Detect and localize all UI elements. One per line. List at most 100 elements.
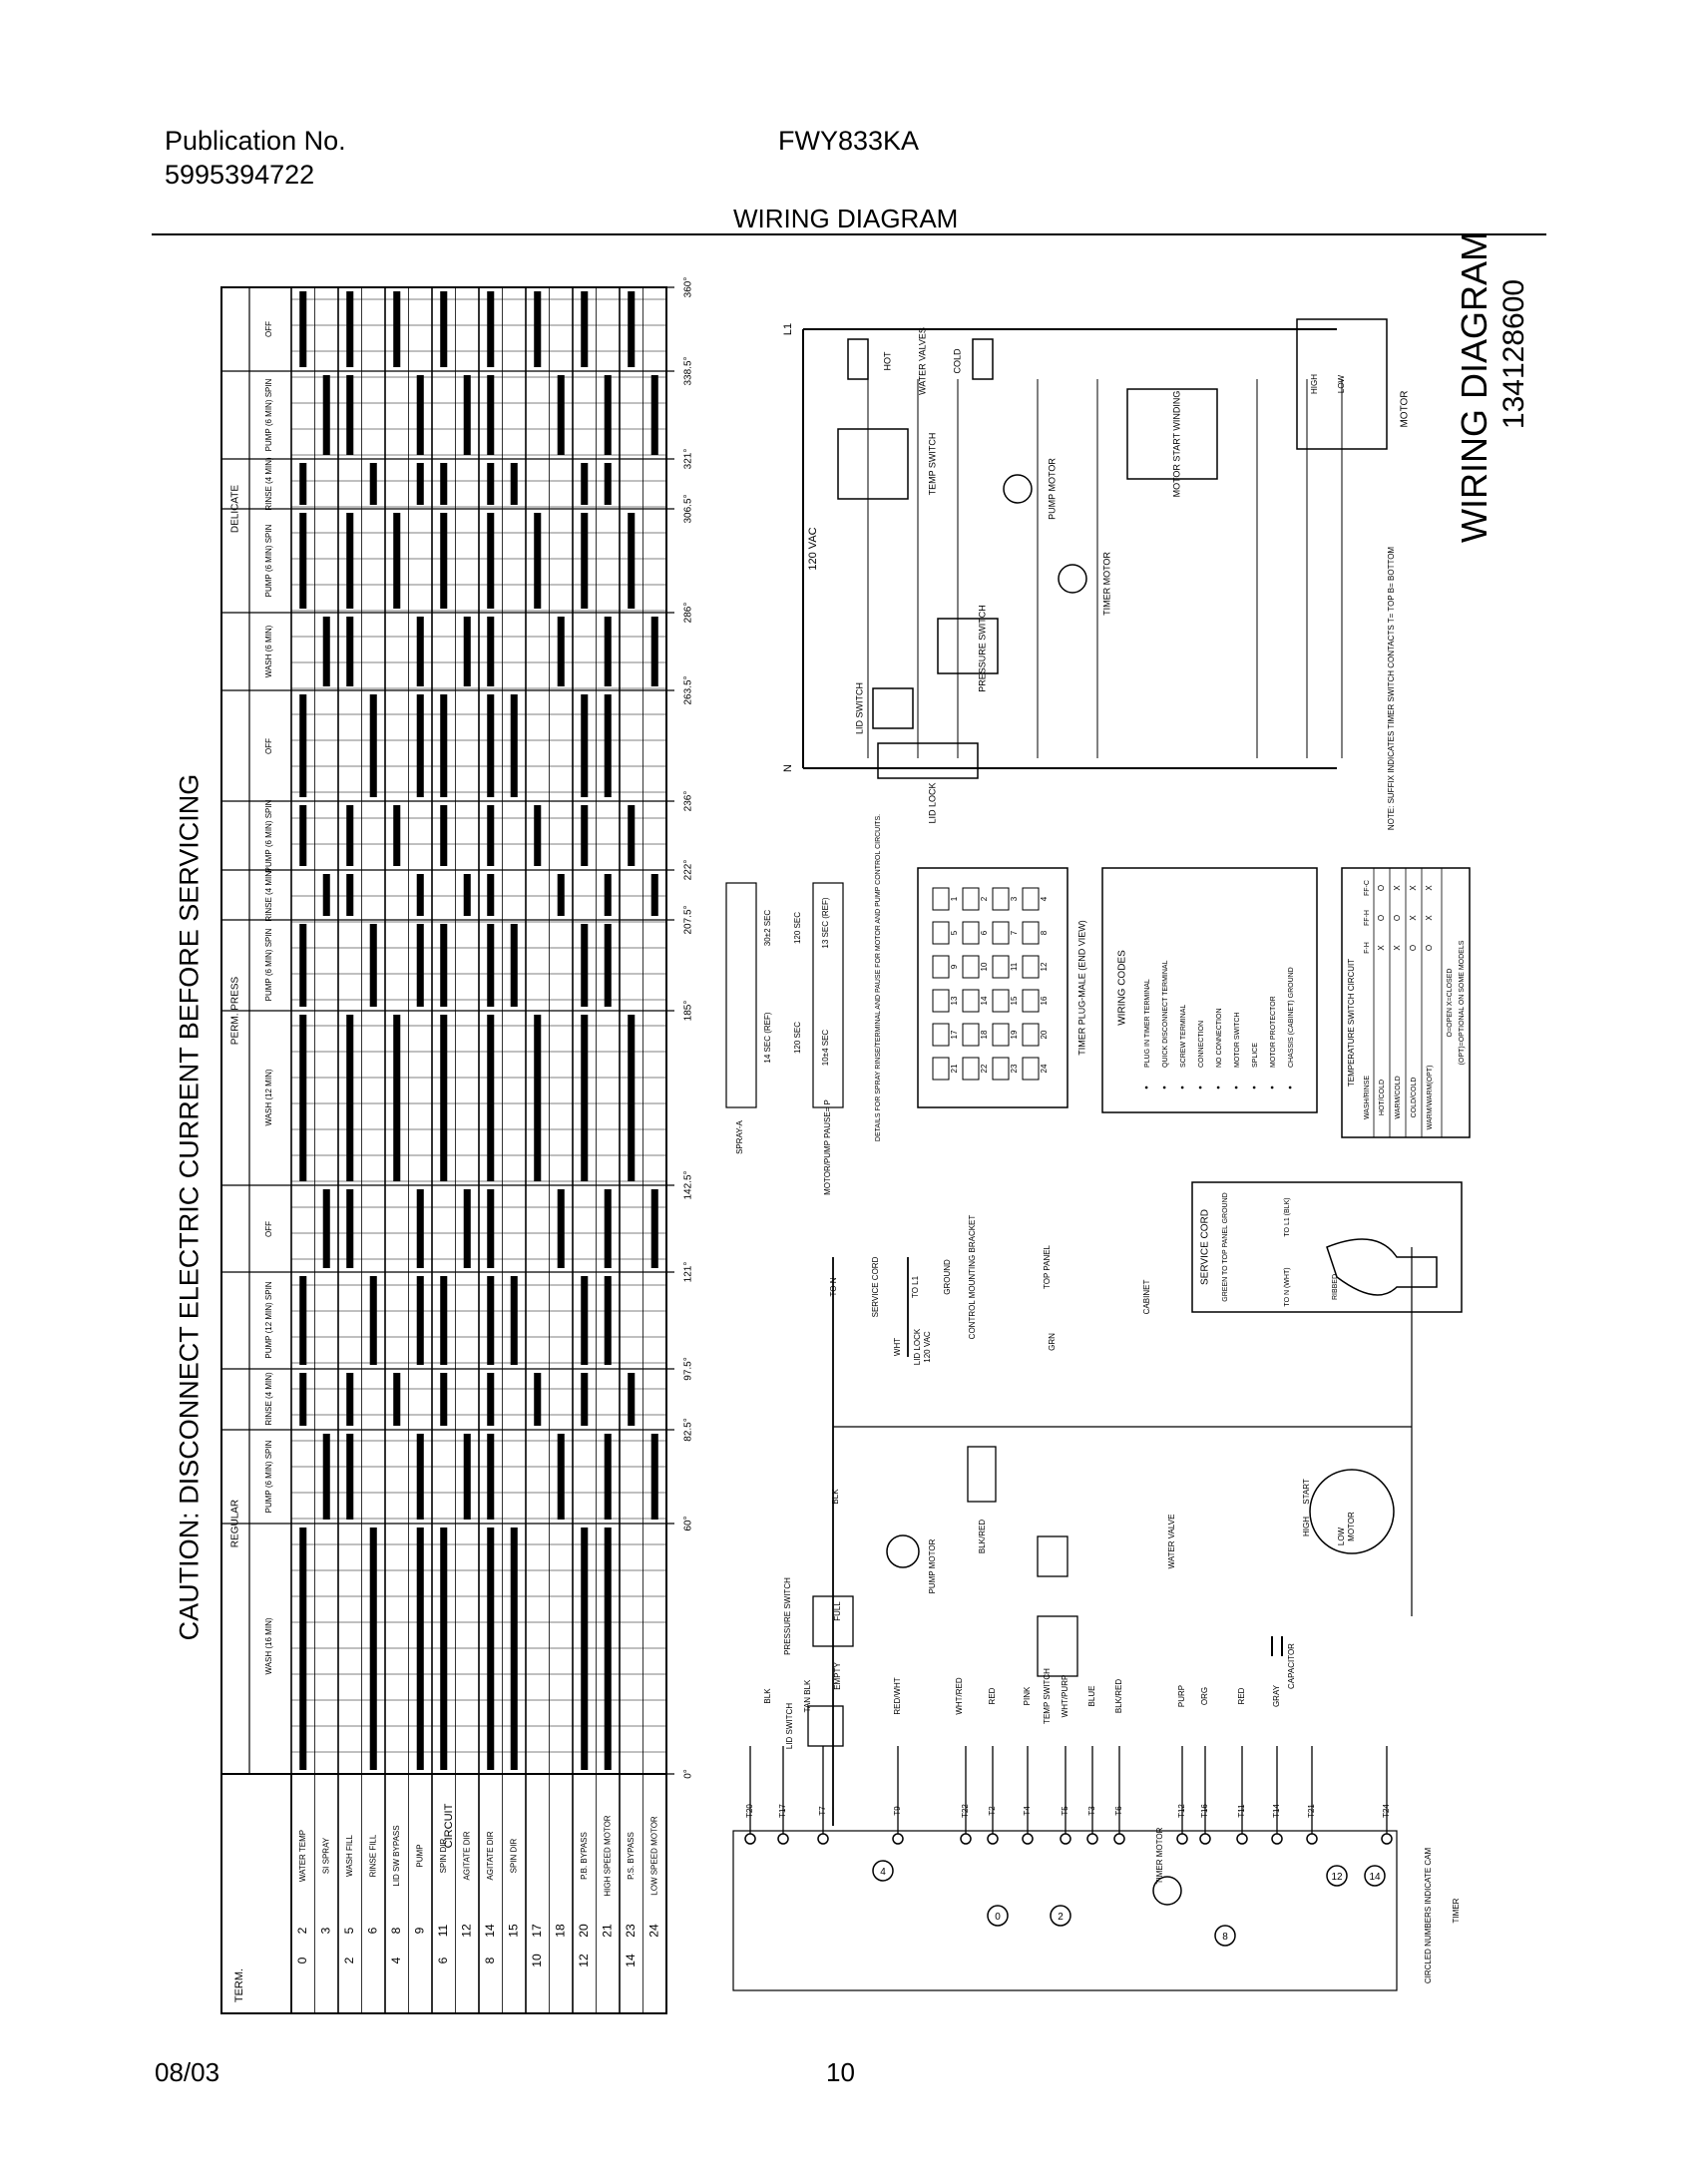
degree-mark: 60° — [683, 1516, 694, 1530]
hot-valve-coil — [847, 338, 869, 380]
temp-table-cell: X — [1425, 915, 1434, 921]
cam-number: 12 — [1331, 1872, 1343, 1883]
lid-switch-box — [807, 1705, 844, 1747]
code-symbol: • — [1286, 1086, 1297, 1090]
contact-bar — [510, 1276, 518, 1365]
timer-motor-symbol — [1058, 564, 1087, 594]
plug-pin — [962, 989, 980, 1013]
cam-number: 2 — [342, 1957, 356, 1964]
contact-bar — [487, 513, 495, 609]
code-symbol: • — [1178, 1086, 1189, 1090]
contact-bar — [463, 1434, 471, 1520]
plug-pin — [1022, 887, 1040, 911]
plug-outline — [917, 867, 1068, 1108]
temp-table-cell: COLD/COLD — [1411, 1078, 1418, 1118]
pin-number: 18 — [980, 1030, 989, 1039]
motor-label: MOTOR — [1400, 390, 1411, 427]
pause-bar — [812, 882, 844, 1108]
contact-bar — [487, 1189, 495, 1268]
contact-bar — [393, 805, 401, 866]
segment-label: PUMP (6 MIN) SPIN — [264, 1440, 273, 1513]
voltage-label: 120 VAC — [807, 527, 819, 570]
temp-table-cell: WARM/COLD — [1395, 1076, 1402, 1118]
spray-detail-label: 13 SEC (REF) — [821, 897, 830, 948]
service-cord-label: TO L1 (BLK) — [1284, 1197, 1291, 1236]
pin-number: 20 — [1040, 1030, 1049, 1039]
code-item: PLUG IN TIMER TERMINAL — [1144, 979, 1151, 1068]
contact-bar — [416, 1276, 424, 1365]
water-valves-label: WATER VALVES — [917, 327, 927, 395]
contact-bar — [299, 1276, 307, 1365]
terminal-number: 3 — [318, 1927, 332, 1934]
plug-pin — [962, 1057, 980, 1081]
terminal-number: 17 — [530, 1924, 544, 1938]
terminal-number: 11 — [436, 1924, 450, 1937]
contact-bar — [416, 1434, 424, 1520]
segment-label: RINSE (4 MIN) — [264, 457, 273, 511]
schematic-note: NOTE: SUFFIX INDICATES TIMER SWITCH CONT… — [1387, 547, 1396, 831]
cam-circle — [1214, 1925, 1236, 1947]
contact-bar — [322, 375, 330, 455]
degree-mark: 82.5° — [683, 1418, 694, 1441]
cam-number: 6 — [436, 1957, 450, 1964]
wiring-label: BLK/RED — [978, 1520, 987, 1553]
temp-table-cell: X — [1409, 885, 1418, 891]
wiring-label: CIRCLED NUMBERS INDICATE CAM — [1424, 1848, 1433, 1984]
plug-pin — [932, 955, 950, 979]
temperature-switch-table: TEMPERATURE SWITCH CIRCUITWASH/RINSEF-HF… — [1341, 867, 1471, 1138]
cam-number: 12 — [577, 1954, 591, 1967]
contact-bar — [581, 1528, 589, 1770]
contact-bar — [604, 1276, 612, 1365]
contact-bar — [534, 513, 542, 609]
contact-bar — [581, 513, 589, 609]
contact-bar — [581, 1373, 589, 1426]
contact-bar — [416, 463, 424, 505]
wiring-label: START — [1302, 1479, 1311, 1505]
pin-number: 21 — [950, 1064, 959, 1073]
circuit-name: SPIN DIR — [509, 1838, 518, 1873]
contact-bar — [299, 513, 307, 609]
wiring-label: GRN — [1048, 1333, 1057, 1351]
start-winding-box — [1126, 388, 1218, 480]
temp-table-cell: O — [1377, 885, 1386, 891]
pin-number: 11 — [1010, 962, 1019, 971]
code-item: MOTOR SWITCH — [1234, 1013, 1241, 1068]
lid-switch-label: LID SWITCH — [854, 682, 864, 734]
wire-color-label: RED/WHT — [893, 1677, 902, 1714]
temp-table-cell: O — [1425, 945, 1434, 951]
cycle-group-label: PERM. PRESS — [230, 977, 241, 1046]
contact-bar — [299, 1373, 307, 1426]
contact-bar — [299, 463, 307, 505]
pin-number: 23 — [1010, 1064, 1019, 1073]
segment-label: PUMP (12 MIN) SPIN — [264, 1281, 273, 1358]
plug-pin — [1022, 955, 1040, 979]
contact-bar — [487, 805, 495, 866]
degree-mark: 263.5° — [683, 675, 694, 704]
pin-number: 4 — [1040, 896, 1049, 901]
contact-bar — [346, 805, 354, 866]
temp-table-cell: O — [1393, 915, 1402, 921]
spray-detail-label: MOTOR/PUMP PAUSE= P — [823, 1099, 832, 1195]
timer-terminal — [817, 1833, 829, 1845]
segment-label: RINSE (4 MIN) — [264, 1372, 273, 1426]
segment-label: OFF — [264, 1221, 273, 1237]
plug-pin — [932, 1057, 950, 1081]
contact-bar — [650, 375, 658, 455]
wiring-label: LID SWITCH — [785, 1703, 794, 1749]
pin-number: 14 — [980, 996, 989, 1005]
contact-bar — [416, 1528, 424, 1770]
code-item: QUICK DISCONNECT TERMINAL — [1162, 960, 1169, 1068]
contact-bar — [557, 617, 565, 686]
temp-table-title: TEMPERATURE SWITCH CIRCUIT — [1347, 959, 1356, 1087]
spray-detail-label: 30±2 SEC — [763, 910, 772, 947]
plug-pin — [1022, 1057, 1040, 1081]
contact-bar — [604, 874, 612, 916]
contact-bar — [581, 924, 589, 1007]
code-item: CONNECTION — [1198, 1021, 1205, 1068]
pin-number: 13 — [950, 996, 959, 1005]
plug-pin — [932, 921, 950, 945]
wiring-label: BLK — [831, 1489, 840, 1505]
pin-number: 2 — [980, 896, 989, 901]
terminal-number: 21 — [600, 1924, 614, 1938]
contact-bar — [346, 1373, 354, 1426]
